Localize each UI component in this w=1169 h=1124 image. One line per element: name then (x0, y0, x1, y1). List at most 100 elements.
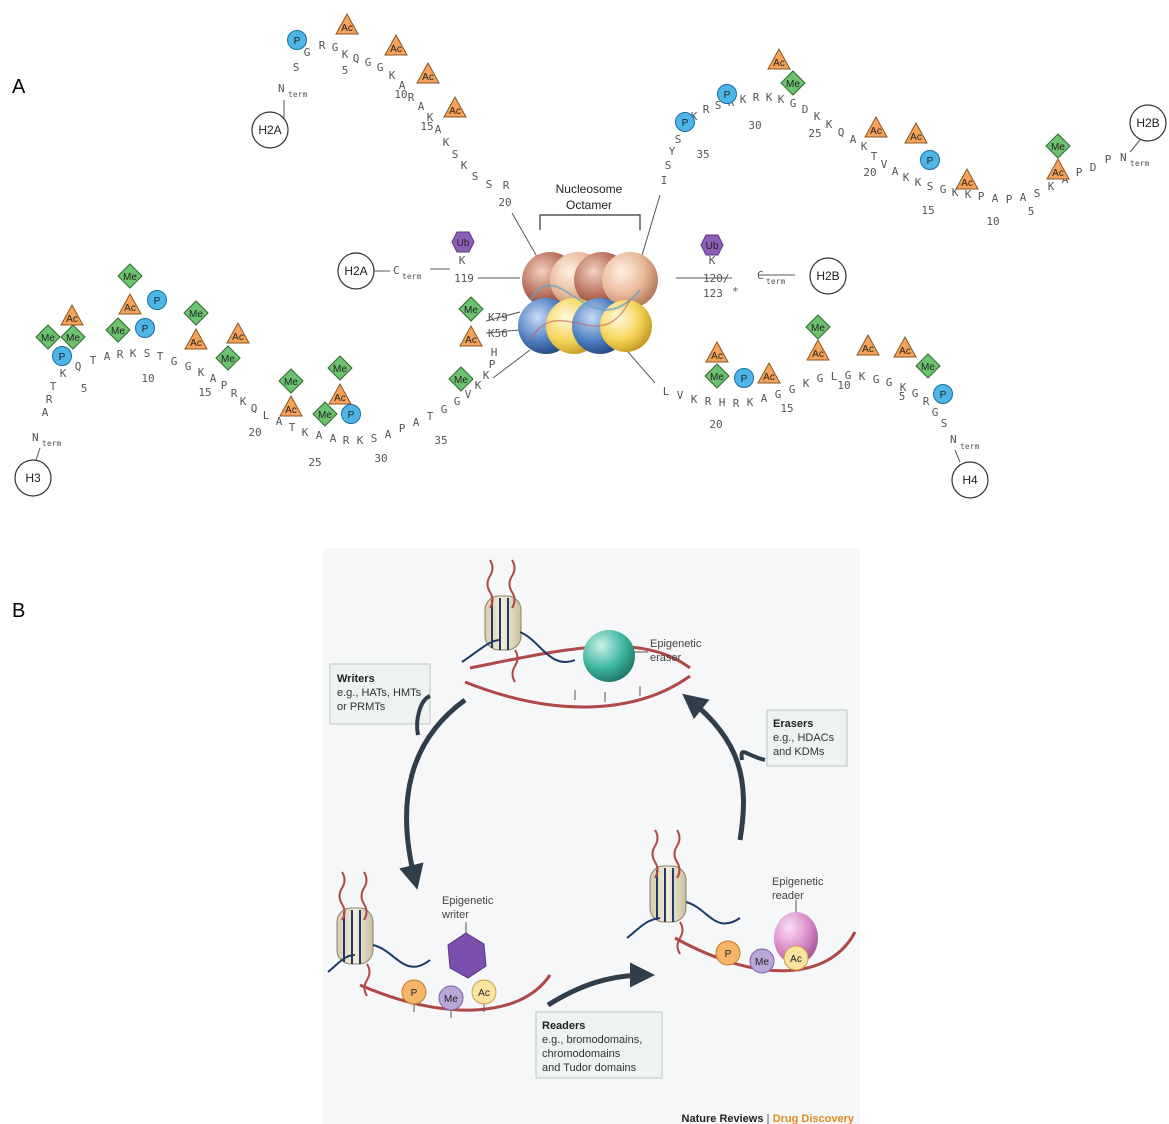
h2b-residue-27: K (778, 93, 785, 106)
h2a-residue-15: K (443, 136, 450, 149)
h3-residue-26: R (343, 434, 350, 447)
svg-text:Ac: Ac (190, 338, 202, 349)
h2b-residue-3: P (1076, 166, 1083, 179)
ptm-p-34: P (341, 404, 361, 424)
svg-text:Ac: Ac (341, 23, 353, 34)
svg-text:Ac: Ac (124, 303, 136, 314)
ptm-ac-5: Ac (443, 95, 467, 118)
h2b-residue-21: A (850, 133, 857, 146)
ptm-ac-30: Ac (279, 394, 303, 417)
ptm-p-9: P (675, 112, 695, 132)
ptm-me-29: Me (278, 368, 304, 394)
h2b-n-tail: PDPAKSAPAPKKGSKKAVTKAQKKDGKKRKRSRKESYSI (661, 91, 1112, 206)
writer-label-line2: writer (441, 909, 469, 921)
svg-text:Me: Me (755, 957, 769, 968)
h3-residue-17: R (231, 387, 238, 400)
svg-text:P: P (940, 390, 947, 401)
svg-text:P: P (725, 949, 732, 960)
svg-text:Me: Me (464, 305, 478, 316)
h4-number-10: 10 (837, 379, 850, 392)
h2b-residue-34: K (691, 110, 698, 123)
ptm-ac-2: Ac (335, 12, 359, 35)
h3-residue-18: K (240, 395, 247, 408)
h2b-number-20: 20 (863, 166, 876, 179)
h2a-n-terminus: H2A N term (251, 82, 307, 149)
h3-residue-36: K (475, 379, 482, 392)
ptm-p-45: P (933, 384, 953, 404)
reader-p-mark: P (715, 940, 741, 966)
svg-text:P: P (741, 374, 748, 385)
ptm-ac-32: Ac (328, 382, 352, 405)
h4-residue-5: K (900, 381, 907, 394)
h3-residue-14: K (198, 366, 205, 379)
svg-text:P: P (348, 410, 355, 421)
h2b-residue-39: I (661, 174, 668, 187)
h3-number-30: 30 (374, 452, 387, 465)
h4-residue-14: G (775, 388, 782, 401)
h3-residue-10: S (144, 347, 151, 360)
writers-title: Writers (337, 673, 375, 685)
h2a-k119-position: 119 (454, 272, 474, 285)
h2a-k119-residue: K (459, 254, 466, 267)
h2a-residue-2: G (304, 46, 311, 59)
nucleosome-octamer (518, 252, 658, 354)
svg-text:P: P (294, 36, 301, 47)
h3-number-10: 10 (141, 372, 154, 385)
eraser-label-line2: eraser (650, 652, 682, 664)
h3-residue-6: T (90, 354, 97, 367)
svg-text:Ac: Ac (285, 405, 297, 416)
svg-text:Ac: Ac (763, 372, 775, 383)
svg-text:Ac: Ac (465, 335, 477, 346)
h2a-residue-11: R (408, 91, 415, 104)
svg-text:Me: Me (786, 79, 800, 90)
h2a-residue-5: K (342, 48, 349, 61)
h2a-residue-19: S (486, 178, 493, 191)
ptm-p-8: P (717, 84, 737, 104)
h2b-nterm-letter: N (1120, 151, 1127, 164)
octamer-bracket: Nucleosome Octamer (539, 182, 641, 230)
h3-residue-20: L (263, 409, 270, 422)
svg-text:Ac: Ac (773, 58, 785, 69)
h2b-residue-29: R (753, 91, 760, 104)
h2b-n-label: H2B (1136, 116, 1159, 130)
h2b-k120-residue: K (709, 254, 716, 267)
h2b-number-10: 10 (986, 215, 999, 228)
h2a-nterm-letter: N (278, 82, 285, 95)
h4-residue-21: V (677, 389, 684, 402)
h2a-nterm-sub: term (288, 90, 307, 99)
svg-text:P: P (142, 324, 149, 335)
svg-text:Me: Me (284, 377, 298, 388)
h2b-residue-16: K (903, 171, 910, 184)
h2b-residue-25: D (802, 103, 809, 116)
h4-residue-1: S (941, 417, 948, 430)
ptm-ac-10: Ac (864, 115, 888, 138)
h3-residue-24: A (316, 429, 323, 442)
h4-residue-18: H (719, 396, 726, 409)
ptm-me-23: Me (105, 317, 131, 343)
h3-residue-39: H (491, 346, 498, 359)
h2b-residue-7: A (1020, 191, 1027, 204)
nucleosome-reader (626, 829, 857, 973)
h2b-c-terminus: H2B C term K 120/ 123 * (703, 254, 847, 300)
h3-residue-34: G (454, 395, 461, 408)
svg-text:Me: Me (710, 372, 724, 383)
h3-n-label: H3 (25, 471, 41, 485)
reader-ac-mark: Ac (783, 945, 809, 971)
h4-nterm-sub: term (960, 442, 979, 451)
ptm-me-25: Me (183, 300, 209, 326)
h2b-residue-20: K (861, 140, 868, 153)
h2a-number-10: 10 (394, 88, 407, 101)
readers-line2: chromodomains (542, 1048, 621, 1060)
h2a-residue-14: A (435, 123, 442, 136)
h3-residue-32: T (427, 410, 434, 423)
h2b-residue-26: G (790, 97, 797, 110)
ptm-p-24: P (135, 318, 155, 338)
h2a-residue-16: S (452, 148, 459, 161)
h4-residue-17: R (733, 397, 740, 410)
ptm-me-31: Me (327, 355, 353, 381)
h2a-residue-4: G (332, 41, 339, 54)
h4-residue-19: R (705, 395, 712, 408)
k79-label: K79 (488, 311, 508, 324)
h3-residue-22: T (289, 421, 296, 434)
